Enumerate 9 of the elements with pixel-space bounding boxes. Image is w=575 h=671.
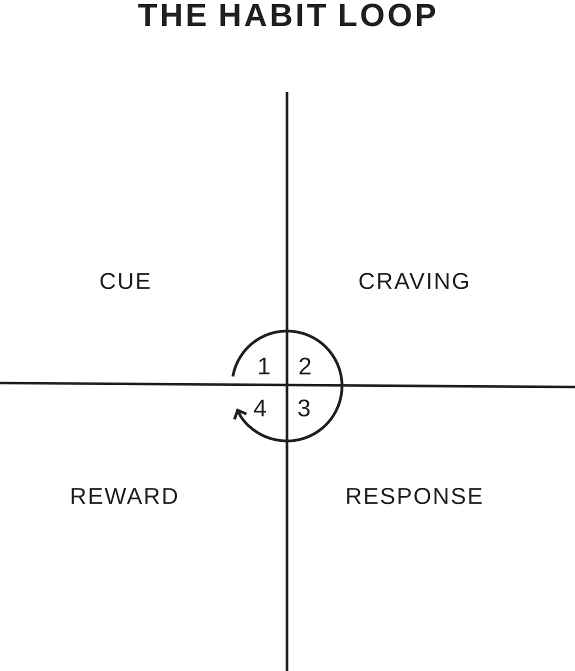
step-number: 1 [259, 358, 270, 374]
quadrant-label: RESPONSE [347, 488, 482, 504]
quadrant-label: CUE [100, 272, 150, 290]
step-number: 2 [300, 358, 310, 374]
step-number: 3 [298, 400, 310, 416]
step-number: 4 [254, 400, 266, 416]
title: THE HABIT LOOP [138, 4, 436, 26]
quadrant-label: CRAVING [359, 272, 468, 290]
quadrant-label: REWARD [72, 488, 177, 504]
